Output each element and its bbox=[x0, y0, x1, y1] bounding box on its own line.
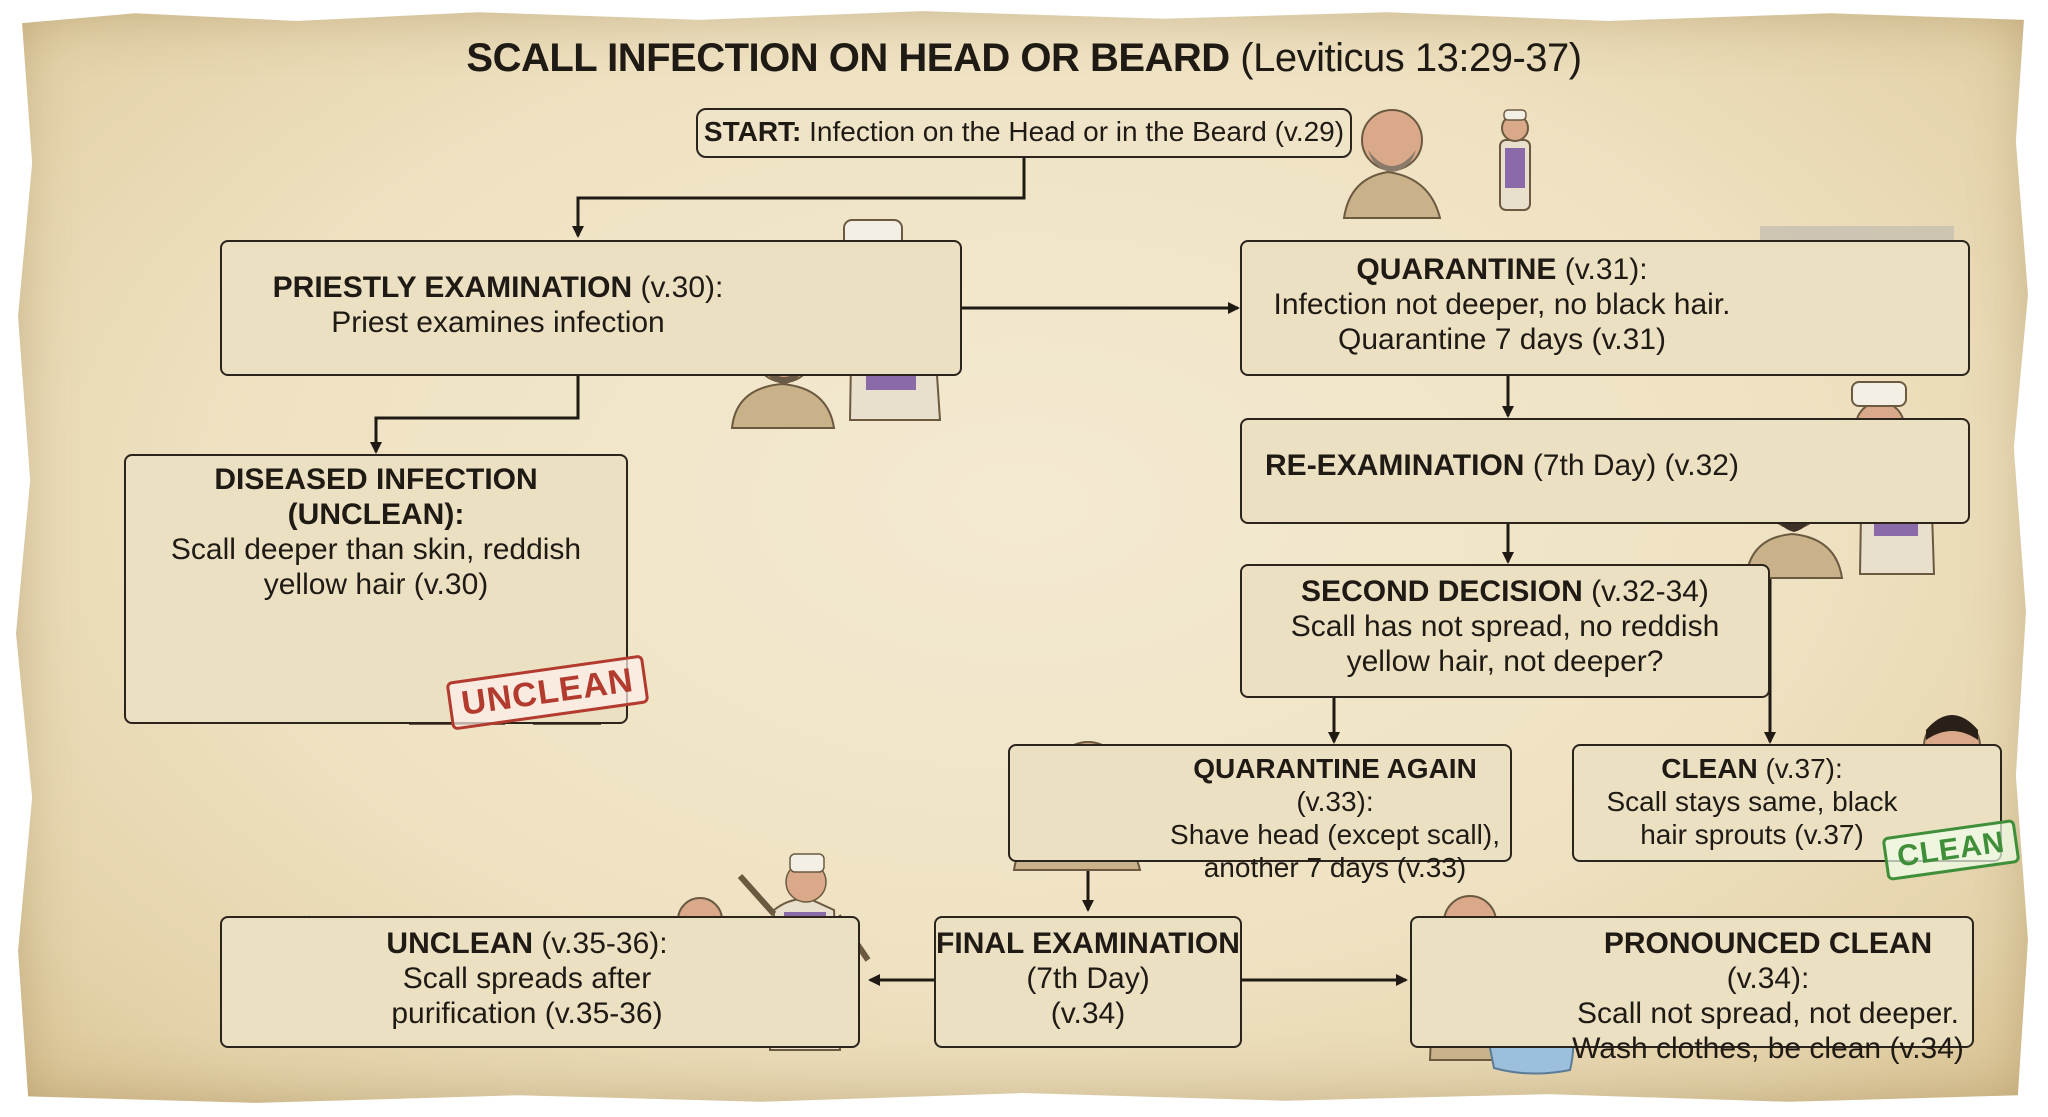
final-exam-line-1: (7th Day) bbox=[1026, 962, 1150, 995]
pronounced-clean-heading-ref: (v.34): bbox=[1726, 962, 1810, 995]
pronounced-clean-node: PRONOUNCED CLEAN (v.34): Scall not sprea… bbox=[1410, 916, 1974, 1065]
second-decision-line-2: yellow hair, not deeper? bbox=[1346, 645, 1664, 678]
pronounced-clean-line-1: Scall not spread, not deeper. bbox=[1577, 997, 1959, 1030]
edge-start-to-exam bbox=[572, 158, 1026, 238]
clean-line-1: Scall stays same, black bbox=[1606, 786, 1898, 817]
second-decision-node: SECOND DECISION (v.32-34) Scall has not … bbox=[1240, 564, 1770, 698]
edge-exam-to-diseased bbox=[370, 376, 580, 454]
quarantine-again-node: QUARANTINE AGAIN (v.33): Shave head (exc… bbox=[1008, 744, 1512, 883]
second-decision-line-1: Scall has not spread, no reddish bbox=[1290, 610, 1720, 643]
start-text: Infection on the Head or in the Beard (v… bbox=[809, 116, 1345, 147]
title-reference: (Leviticus 13:29-37) bbox=[1240, 36, 1582, 80]
quarantine-again-line-1: Shave head (except scall), bbox=[1170, 819, 1500, 850]
quarantine-node: QUARANTINE (v.31): Infection not deeper,… bbox=[1240, 240, 1970, 376]
quarantine-again-heading: QUARANTINE AGAIN bbox=[1193, 753, 1477, 784]
priestly-exam-heading: PRIESTLY EXAMINATION bbox=[272, 271, 633, 304]
diseased-line-2: yellow hair (v.30) bbox=[263, 568, 489, 601]
quarantine-heading: QUARANTINE bbox=[1356, 253, 1557, 286]
unclean-line-1: Scall spreads after bbox=[402, 962, 652, 995]
final-exam-node: FINAL EXAMINATION (7th Day) (v.34) bbox=[934, 916, 1242, 1048]
unclean-heading: UNCLEAN bbox=[386, 927, 534, 960]
start-heading: START: bbox=[703, 116, 802, 147]
title-main: SCALL INFECTION ON HEAD OR BEARD bbox=[466, 36, 1230, 80]
reexam-node: RE-EXAMINATION (7th Day) (v.32) bbox=[1240, 418, 1970, 524]
clean-node: CLEAN (v.37): Scall stays same, black ha… bbox=[1572, 744, 2002, 862]
second-decision-heading: SECOND DECISION bbox=[1301, 575, 1583, 608]
quarantine-again-heading-ref: (v.33): bbox=[1296, 786, 1374, 817]
unclean-line-2: purification (v.35-36) bbox=[391, 997, 663, 1030]
priestly-exam-node: PRIESTLY EXAMINATION (v.30): Priest exam… bbox=[220, 240, 962, 376]
quarantine-line-1: Infection not deeper, no black hair. bbox=[1273, 288, 1731, 321]
clean-line-2: hair sprouts (v.37) bbox=[1640, 819, 1864, 850]
diseased-line-1: Scall deeper than skin, reddish bbox=[170, 533, 582, 566]
priestly-exam-heading-ref: (v.30): bbox=[640, 271, 724, 304]
second-decision-heading-ref: (v.32-34) bbox=[1591, 575, 1709, 608]
start-node: START: Infection on the Head or in the B… bbox=[696, 108, 1352, 158]
unclean-node: UNCLEAN (v.35-36): Scall spreads after p… bbox=[220, 916, 860, 1048]
unclean-heading-ref: (v.35-36): bbox=[541, 927, 668, 960]
clean-heading-ref: (v.37): bbox=[1765, 753, 1843, 784]
pronounced-clean-line-2: Wash clothes, be clean (v.34) bbox=[1572, 1032, 1964, 1065]
quarantine-heading-ref: (v.31): bbox=[1564, 253, 1648, 286]
final-exam-heading: FINAL EXAMINATION bbox=[936, 927, 1240, 960]
reexam-heading: RE-EXAMINATION bbox=[1265, 449, 1525, 482]
final-exam-line-2: (v.34) bbox=[1050, 997, 1126, 1030]
diagram-title: SCALL INFECTION ON HEAD OR BEARD (Leviti… bbox=[0, 36, 2048, 81]
clean-heading: CLEAN bbox=[1661, 753, 1758, 784]
start-illustration bbox=[1342, 109, 1531, 219]
reexam-heading-ref: (7th Day) (v.32) bbox=[1532, 449, 1739, 482]
quarantine-again-line-2: another 7 days (v.33) bbox=[1203, 852, 1467, 883]
priestly-exam-line-1: Priest examines infection bbox=[331, 306, 665, 339]
pronounced-clean-heading: PRONOUNCED CLEAN bbox=[1603, 927, 1933, 960]
diseased-heading: DISEASED INFECTION (UNCLEAN): bbox=[214, 463, 538, 531]
quarantine-line-2: Quarantine 7 days (v.31) bbox=[1338, 323, 1666, 356]
